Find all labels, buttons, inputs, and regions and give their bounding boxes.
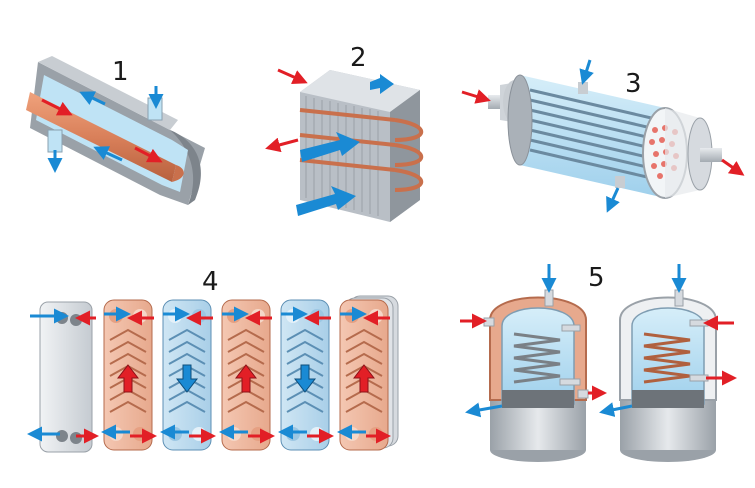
label-4: 4 <box>202 267 219 297</box>
boiler-tanks: 5 <box>460 263 737 462</box>
double-pipe-exchanger: 1 <box>26 56 205 205</box>
cold-flow-arrow <box>579 59 594 85</box>
plate-exchanger: 4 <box>27 267 399 453</box>
hot-flow-arrow <box>41 98 73 116</box>
label-1: 1 <box>112 57 129 87</box>
cold-flow-arrow <box>599 402 633 418</box>
label-3: 3 <box>625 69 642 99</box>
fin-tube-exchanger: 2 <box>265 43 424 222</box>
shell-tube-exchanger: 3 <box>461 59 745 213</box>
hot-flow-arrow <box>134 146 163 163</box>
cold-flow-arrow <box>606 187 620 213</box>
cold-flow-arrow <box>79 91 106 106</box>
cold-flow-arrow <box>465 402 503 418</box>
cold-flow-arrow <box>93 146 123 162</box>
label-5: 5 <box>588 263 605 293</box>
hot-flow-arrow <box>461 89 491 104</box>
hot-flow-arrow <box>277 68 308 84</box>
hot-flow-arrow <box>721 158 745 176</box>
hot-flow-arrow <box>265 137 299 153</box>
label-2: 2 <box>350 43 367 73</box>
